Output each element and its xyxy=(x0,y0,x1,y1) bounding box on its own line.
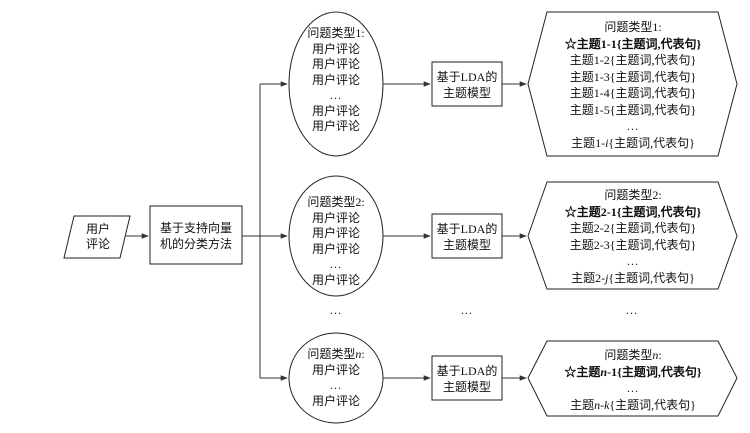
topicsn-last-var: n xyxy=(594,397,601,412)
lda-line1: 基于LDA的 xyxy=(436,364,498,378)
type2-review: 用户评论 xyxy=(311,272,360,287)
topics1-last: 主题1-i{主题词,代表句} xyxy=(551,135,715,152)
typen-review: 用户评论 xyxy=(311,362,360,377)
topics2-ellipsis: ... xyxy=(627,254,639,268)
topicsn-highlight-var: n xyxy=(600,364,608,379)
topics1-last-var: i xyxy=(605,135,609,150)
typen-title-prefix: 问题类型 xyxy=(307,347,356,361)
topics2-highlight: ☆主题2-1{主题词,代表句} xyxy=(564,204,702,219)
topicsn-last-prefix: 主题 xyxy=(570,397,595,412)
typen-review: 用户评论 xyxy=(311,393,360,408)
lda-line1: 基于LDA的 xyxy=(436,222,498,236)
lda-box-2 xyxy=(431,213,503,259)
topicsn-highlight-prefix: ☆主题 xyxy=(564,364,601,379)
topicsn-ellipsis: ... xyxy=(627,381,639,395)
svm-line1: 基于支持向量 xyxy=(159,221,232,235)
type1-review: 用户评论 xyxy=(311,72,360,87)
topics2-text: 问题类型2: ☆主题2-1{主题词,代表句} 主题2-2{主题词,代表句} 主题… xyxy=(551,187,715,286)
lda-line2: 主题模型 xyxy=(442,380,491,394)
topicsn-highlight-suffix: -1{主题词,代表句} xyxy=(607,364,702,379)
topics1-item: 主题1-4{主题词,代表句} xyxy=(569,86,697,100)
svm-line2: 机的分类方法 xyxy=(159,237,232,251)
topicsn-hexagon xyxy=(527,340,738,417)
topicsn-text: 问题类型n: ☆主题n-1{主题词,代表句} ... 主题n-k{主题词,代表句… xyxy=(551,347,715,413)
type1-review: 用户评论 xyxy=(311,119,360,133)
type1-review: 用户评论 xyxy=(311,103,360,118)
topics1-last-suffix: {主题词,代表句} xyxy=(608,135,695,150)
type1-review: 用户评论 xyxy=(311,57,360,71)
topicsn-last-mid: - xyxy=(600,397,605,412)
topicsn-last-var2: k xyxy=(604,397,610,412)
type2-ellipsis: ... xyxy=(330,257,342,271)
typen-title: 问题类型n: xyxy=(289,347,383,363)
lda-box-n xyxy=(431,355,503,401)
topics2-last-var: j xyxy=(605,270,609,285)
lda-label-n: 基于LDA的 主题模型 xyxy=(432,363,502,395)
input-line2: 评论 xyxy=(85,237,110,251)
topics2-last: 主题2-j{主题词,代表句} xyxy=(551,270,715,287)
type2-title: 问题类型2: xyxy=(307,195,365,209)
topicsn-title-prefix: 问题类型 xyxy=(604,348,653,362)
topicsn-highlight: ☆主题n-1{主题词,代表句} xyxy=(551,364,715,381)
topics1-item: 主题1-5{主题词,代表句} xyxy=(569,102,697,117)
lda-box-1 xyxy=(431,61,503,107)
topics1-text: 问题类型1: ☆主题1-1{主题词,代表句} 主题1-2{主题词,代表句} 主题… xyxy=(551,19,715,151)
typen-title-var: n xyxy=(355,347,362,361)
typen-ellipsis: ... xyxy=(330,378,342,392)
topics2-item: 主题2-3{主题词,代表句} xyxy=(569,237,697,252)
topics2-last-prefix: 主题2- xyxy=(571,270,606,285)
topics1-last-prefix: 主题1- xyxy=(571,135,606,150)
gap-dots-topics: ... xyxy=(626,303,638,317)
type1-ellipsis: ... xyxy=(330,88,342,102)
type2-review: 用户评论 xyxy=(311,210,360,225)
input-parallelogram xyxy=(63,215,131,259)
topics2-hexagon xyxy=(527,181,738,290)
input-label: 用户 评论 xyxy=(70,222,126,252)
type1-title: 问题类型1: xyxy=(307,26,365,40)
gap-dots-lda: ... xyxy=(461,303,473,317)
topicsn-title-suffix: : xyxy=(658,348,662,362)
typen-title-suffix: : xyxy=(361,347,365,361)
topics1-title: 问题类型1: xyxy=(604,20,662,34)
svm-label: 基于支持向量 机的分类方法 xyxy=(150,220,242,252)
input-line1: 用户 xyxy=(85,222,110,236)
lda-line1: 基于LDA的 xyxy=(436,70,498,84)
type1-text: 问题类型1: 用户评论 用户评论 用户评论 ... 用户评论 用户评论 xyxy=(289,26,383,135)
topics1-highlight: ☆主题1-1{主题词,代表句} xyxy=(564,36,702,51)
topics2-title: 问题类型2: xyxy=(604,188,662,202)
gap-dots-types: ... xyxy=(330,303,342,317)
topics1-ellipsis: ... xyxy=(627,119,639,133)
type2-review: 用户评论 xyxy=(311,226,360,240)
topics2-item: 主题2-2{主题词,代表句} xyxy=(569,221,697,235)
type2-review: 用户评论 xyxy=(311,241,360,256)
lda-line2: 主题模型 xyxy=(442,86,491,100)
topics1-item: 主题1-2{主题词,代表句} xyxy=(569,53,697,67)
topicsn-last-suffix: {主题词,代表句} xyxy=(609,397,696,412)
type2-text: 问题类型2: 用户评论 用户评论 用户评论 ... 用户评论 xyxy=(289,195,383,288)
topicsn-title: 问题类型n: xyxy=(551,347,715,364)
topics1-item: 主题1-3{主题词,代表句} xyxy=(569,69,697,84)
topicsn-last: 主题n-k{主题词,代表句} xyxy=(551,397,715,414)
lda-label-1: 基于LDA的 主题模型 xyxy=(432,69,502,101)
type1-review: 用户评论 xyxy=(311,41,360,56)
svm-box xyxy=(149,205,243,265)
typen-text: 问题类型n: 用户评论 ... 用户评论 xyxy=(289,347,383,409)
topics1-hexagon xyxy=(527,11,738,157)
topicsn-title-var: n xyxy=(652,348,659,362)
lda-label-2: 基于LDA的 主题模型 xyxy=(432,221,502,253)
lda-line2: 主题模型 xyxy=(442,238,491,252)
topics2-last-suffix: {主题词,代表句} xyxy=(608,270,695,285)
